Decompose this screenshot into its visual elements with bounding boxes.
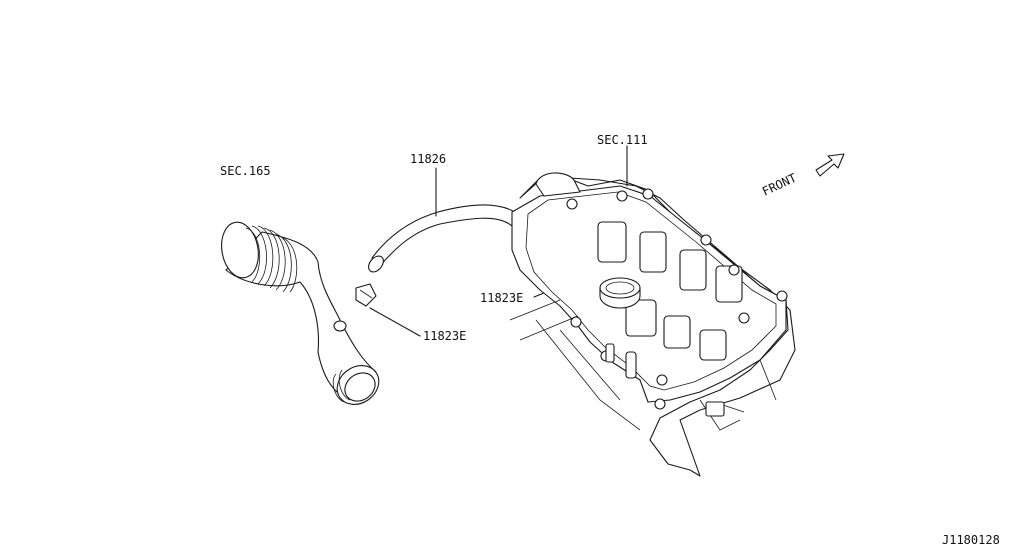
label-part-11823e-right: 11823E (480, 291, 524, 305)
label-part-11826: 11826 (410, 152, 447, 166)
label-sec-111: SEC.111 (597, 133, 648, 147)
air-duct (221, 221, 380, 405)
cylinder-head (509, 145, 796, 477)
label-part-11823e-left: 11823E (423, 329, 467, 343)
label-sec-165: SEC.165 (220, 164, 271, 178)
clamp-left (355, 283, 421, 337)
front-arrow-icon (815, 153, 845, 177)
diagram-id: J1180128 (942, 533, 1000, 547)
